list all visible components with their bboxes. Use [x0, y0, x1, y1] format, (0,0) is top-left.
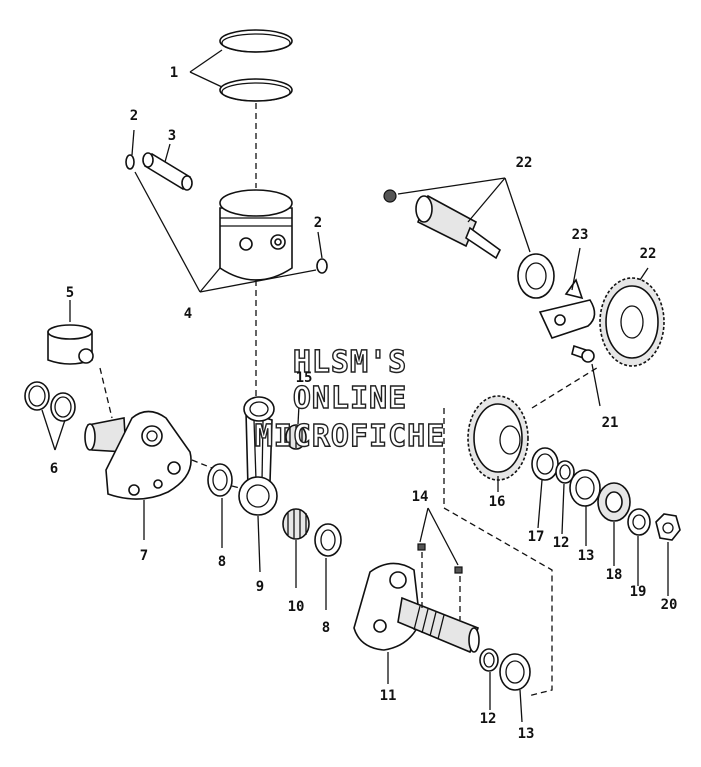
lock-washer[interactable]: [597, 482, 631, 522]
callout-16: 16: [489, 494, 506, 510]
callout-17: 17: [528, 529, 545, 545]
oil-seal-upper[interactable]: [555, 460, 575, 484]
bearing-upper[interactable]: [569, 469, 601, 507]
small-end-bearing[interactable]: [285, 424, 307, 450]
callout-1: 1: [170, 65, 178, 81]
big-end-bearing[interactable]: [282, 508, 310, 540]
piston-pin[interactable]: [142, 152, 193, 191]
callout-2-left: 2: [130, 108, 138, 124]
callout-2-right: 2: [314, 215, 322, 231]
oil-seal-lower[interactable]: [479, 648, 499, 672]
callout-5: 5: [66, 285, 74, 301]
crankshaft-nut[interactable]: [655, 513, 681, 541]
balancer-bearing[interactable]: [517, 253, 555, 299]
callout-9: 9: [256, 579, 264, 595]
callout-12-lower: 12: [480, 711, 497, 727]
callout-21: 21: [602, 415, 619, 431]
callout-13-upper: 13: [578, 548, 595, 564]
callout-22-right: 22: [640, 246, 657, 262]
piston-pin-circlip-right[interactable]: [316, 258, 328, 274]
callout-3: 3: [168, 128, 176, 144]
piston-pin-circlip-left[interactable]: [125, 154, 135, 170]
callout-8-left: 8: [218, 554, 226, 570]
thrust-washer-right[interactable]: [314, 523, 342, 557]
watermark-line-2: ONLINE: [293, 381, 407, 416]
callout-22-upper: 22: [516, 155, 533, 171]
callout-12-upper: 12: [553, 535, 570, 551]
callout-14: 14: [412, 489, 429, 505]
washer[interactable]: [627, 508, 651, 536]
watermark: HLSM'S ONLINE MICROFICHE: [254, 344, 446, 454]
callout-7: 7: [140, 548, 148, 564]
crankshaft-right-half[interactable]: [353, 562, 480, 654]
callout-18: 18: [606, 567, 623, 583]
watermark-line-1: HLSM'S: [293, 345, 407, 380]
callout-20: 20: [661, 597, 678, 613]
spacer-washer[interactable]: [531, 447, 559, 481]
watermark-line-3: MICROFICHE: [255, 419, 446, 454]
callout-10: 10: [288, 599, 305, 615]
callout-13-lower: 13: [518, 726, 535, 742]
bearing-lower[interactable]: [499, 653, 531, 691]
callout-4: 4: [184, 306, 192, 322]
crankshaft-left-half[interactable]: [84, 410, 192, 500]
connecting-rod[interactable]: [238, 396, 278, 516]
balancer-gear[interactable]: [599, 277, 665, 367]
callout-23: 23: [572, 227, 589, 243]
piston[interactable]: [219, 189, 293, 281]
callout-11: 11: [380, 688, 397, 704]
woodruff-keys[interactable]: [417, 543, 463, 574]
bracket-bolt[interactable]: [571, 344, 595, 363]
piston-rings[interactable]: [219, 29, 293, 102]
callout-8-right: 8: [322, 620, 330, 636]
drive-gear[interactable]: [467, 395, 529, 481]
gear-bracket[interactable]: [538, 278, 596, 339]
callout-6: 6: [50, 461, 58, 477]
callout-15: 15: [296, 370, 313, 386]
callout-19: 19: [630, 584, 647, 600]
crankshaft-shims[interactable]: [24, 381, 76, 422]
thrust-washer-left[interactable]: [207, 463, 233, 497]
balancer-shaft[interactable]: [383, 189, 502, 260]
crank-pin[interactable]: [47, 324, 94, 365]
